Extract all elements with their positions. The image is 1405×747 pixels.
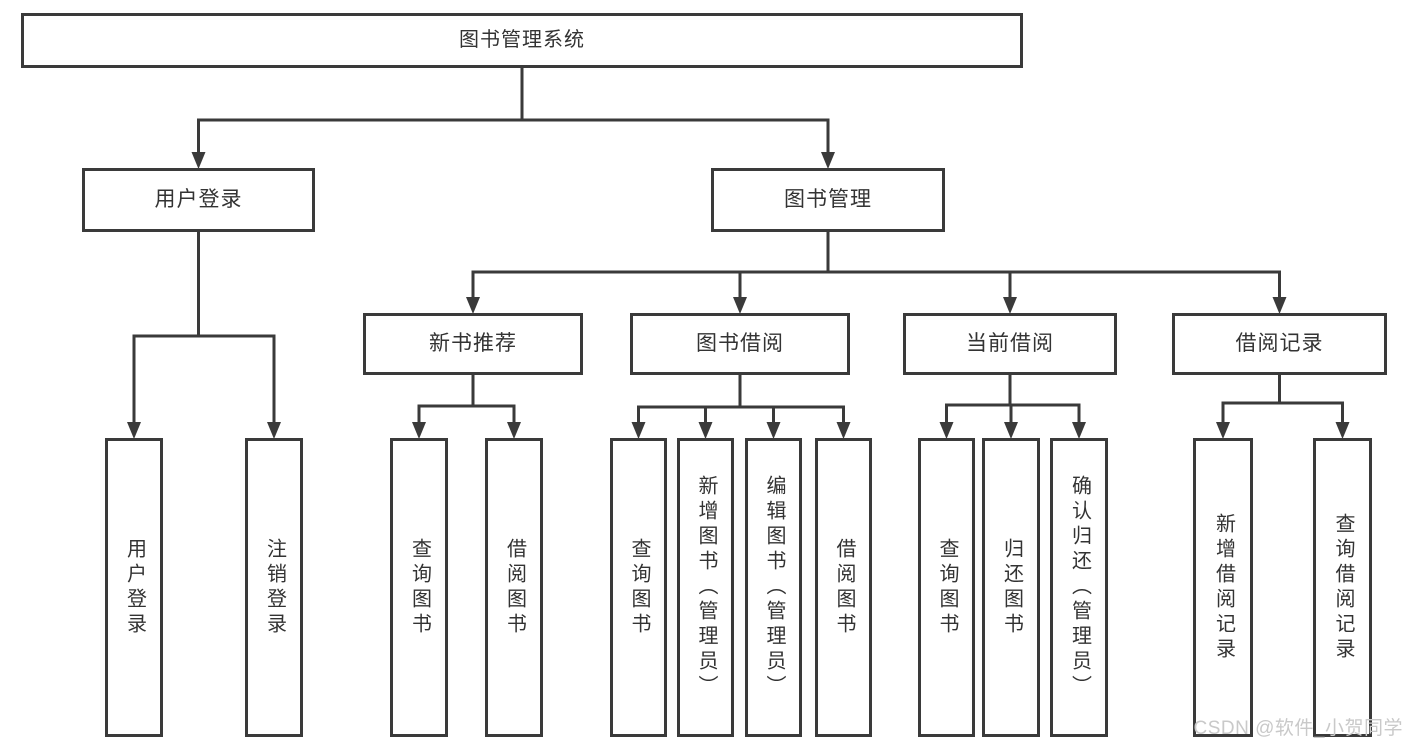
diagram-node-add-books: 新增图书（管理员） <box>677 438 734 737</box>
diagram-node-book-management: 图书管理 <box>711 168 945 232</box>
diagram-node-query-borrow-record: 查询借阅记录 <box>1313 438 1372 737</box>
diagram-node-logout: 注销登录 <box>245 438 303 737</box>
diagram-node-edit-books: 编辑图书（管理员） <box>745 438 802 737</box>
diagram-node-borrow-records: 借阅记录 <box>1172 313 1387 375</box>
diagram-node-current-borrow: 当前借阅 <box>903 313 1117 375</box>
diagram-node-confirm-return: 确认归还（管理员） <box>1050 438 1108 737</box>
diagram-node-borrow-books-2: 借阅图书 <box>815 438 872 737</box>
diagram-node-new-book-recommend: 新书推荐 <box>363 313 583 375</box>
diagram-node-book-borrow: 图书借阅 <box>630 313 850 375</box>
diagram-node-root: 图书管理系统 <box>21 13 1023 68</box>
watermark-text: CSDN @软件_小贺同学 <box>1193 718 1403 739</box>
diagram-node-query-books-2: 查询图书 <box>610 438 667 737</box>
diagram-node-borrow-books-1: 借阅图书 <box>485 438 543 737</box>
diagram-node-add-borrow-record: 新增借阅记录 <box>1193 438 1253 737</box>
diagram-node-user-login: 用户登录 <box>105 438 163 737</box>
diagram-node-return-books: 归还图书 <box>982 438 1040 737</box>
diagram-node-query-books-3: 查询图书 <box>918 438 975 737</box>
diagram-node-user-login-group: 用户登录 <box>82 168 315 232</box>
diagram-node-query-books-1: 查询图书 <box>390 438 448 737</box>
